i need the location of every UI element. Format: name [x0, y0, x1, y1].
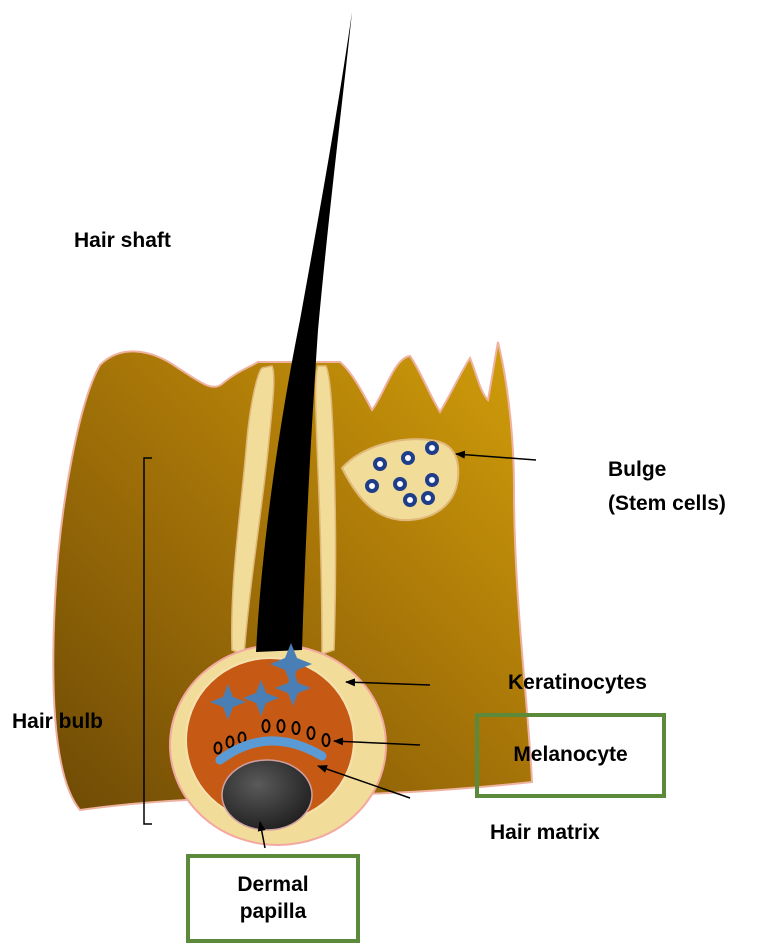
bulge-label: Bulge (Stem cells): [608, 453, 726, 521]
dermal-papilla-label-box: Dermal papilla: [186, 854, 360, 943]
stem-cell: [367, 481, 377, 491]
bulge-label-line1: Bulge: [608, 453, 726, 487]
dermal-papilla: [222, 760, 312, 830]
stem-cell: [405, 495, 415, 505]
stem-cell: [427, 443, 437, 453]
dermal-papilla-label-line1: Dermal: [237, 872, 308, 898]
hair-shaft-label: Hair shaft: [74, 228, 171, 253]
melanocyte-label-box: Melanocyte: [475, 713, 666, 798]
dermal-papilla-label-line2: papilla: [240, 899, 307, 925]
stem-cell: [423, 493, 433, 503]
stem-cell: [403, 453, 413, 463]
stem-cell: [375, 459, 385, 469]
melanocyte-label: Melanocyte: [513, 742, 627, 768]
bulge-label-line2: (Stem cells): [608, 487, 726, 521]
hair-bulb-label: Hair bulb: [12, 709, 103, 734]
keratinocytes-label: Keratinocytes: [508, 670, 647, 695]
hair-matrix-label: Hair matrix: [490, 820, 600, 845]
stem-cell: [427, 475, 437, 485]
stem-cell: [395, 479, 405, 489]
